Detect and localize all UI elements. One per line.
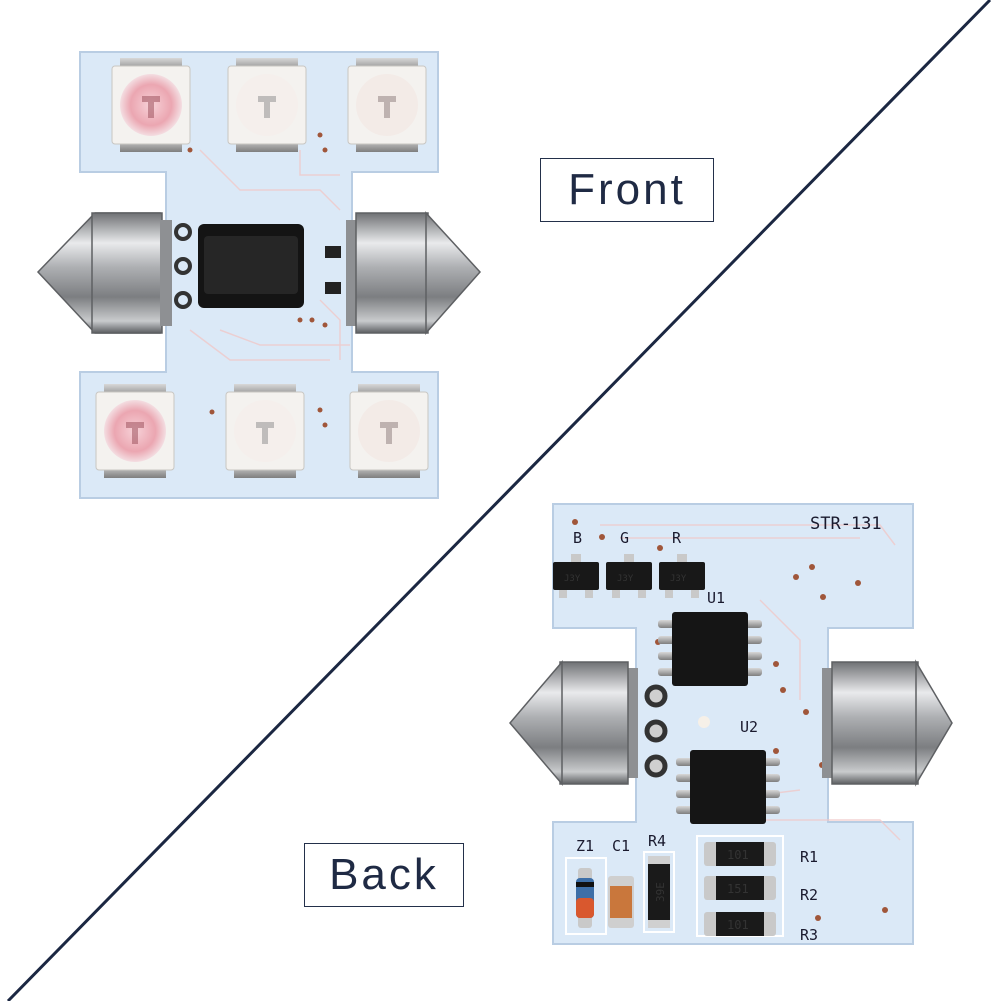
- front-leds: [95, 58, 429, 478]
- led-5: [225, 384, 305, 478]
- front-board: [36, 51, 482, 499]
- front-traces: [189, 149, 350, 361]
- transistors: J3Y J3Y J3Y: [553, 554, 705, 598]
- r2-code: 151: [727, 882, 749, 896]
- front-cap-right: [346, 211, 482, 335]
- transistor-b-marking: J3Y: [564, 574, 581, 584]
- u1-label: U1: [707, 589, 725, 607]
- z1-label: Z1: [576, 837, 594, 855]
- u2-label: U2: [740, 718, 758, 736]
- transistor-g-marking: J3Y: [617, 574, 634, 584]
- resistor-r1: 101: [704, 842, 776, 866]
- led-3: [347, 58, 427, 152]
- led-2: [227, 58, 307, 152]
- model-label: STR-131: [810, 514, 882, 534]
- back-cap-left: [509, 659, 638, 787]
- r1-code: 101: [727, 848, 749, 862]
- diagonal-divider: [6, 0, 992, 1001]
- r3-code: 101: [727, 918, 749, 932]
- transistor-r: J3Y: [659, 554, 705, 598]
- front-vias: [187, 132, 328, 428]
- front-pad-b: [325, 282, 341, 294]
- back-label: Back: [304, 843, 464, 907]
- led-4: [95, 384, 175, 478]
- capacitor-c1: [608, 876, 634, 928]
- resistor-r4: 39E: [648, 856, 670, 928]
- r3-label: R3: [800, 926, 818, 944]
- transistor-label-r: R: [672, 529, 682, 547]
- front-label: Front: [540, 158, 714, 222]
- r2-label: R2: [800, 886, 818, 904]
- resistor-r2: 151: [704, 876, 776, 900]
- transistor-label-g: G: [620, 529, 629, 547]
- r4-code: 39E: [654, 882, 667, 902]
- back-board: STR-131 B G R J3Y J3Y J3Y: [509, 503, 953, 945]
- diode-z1: [576, 868, 594, 928]
- transistor-g: J3Y: [606, 554, 652, 598]
- back-pcb: [552, 503, 914, 945]
- front-cap-left: [36, 212, 172, 334]
- back-through-holes: [644, 684, 710, 778]
- transistor-b: J3Y: [553, 554, 599, 598]
- resistor-r3: 101: [704, 912, 776, 936]
- led-1: [111, 58, 191, 152]
- ir-receiver: [174, 223, 304, 309]
- ic-u2: [676, 750, 780, 824]
- r4-label: R4: [648, 832, 666, 850]
- back-cap-right: [822, 659, 953, 787]
- ic-u1: [658, 612, 762, 686]
- transistor-r-marking: J3Y: [670, 574, 687, 584]
- c1-label: C1: [612, 837, 630, 855]
- transistor-label-b: B: [573, 529, 582, 547]
- front-pad-a: [325, 246, 341, 258]
- r1-label: R1: [800, 848, 818, 866]
- led-6: [349, 384, 429, 478]
